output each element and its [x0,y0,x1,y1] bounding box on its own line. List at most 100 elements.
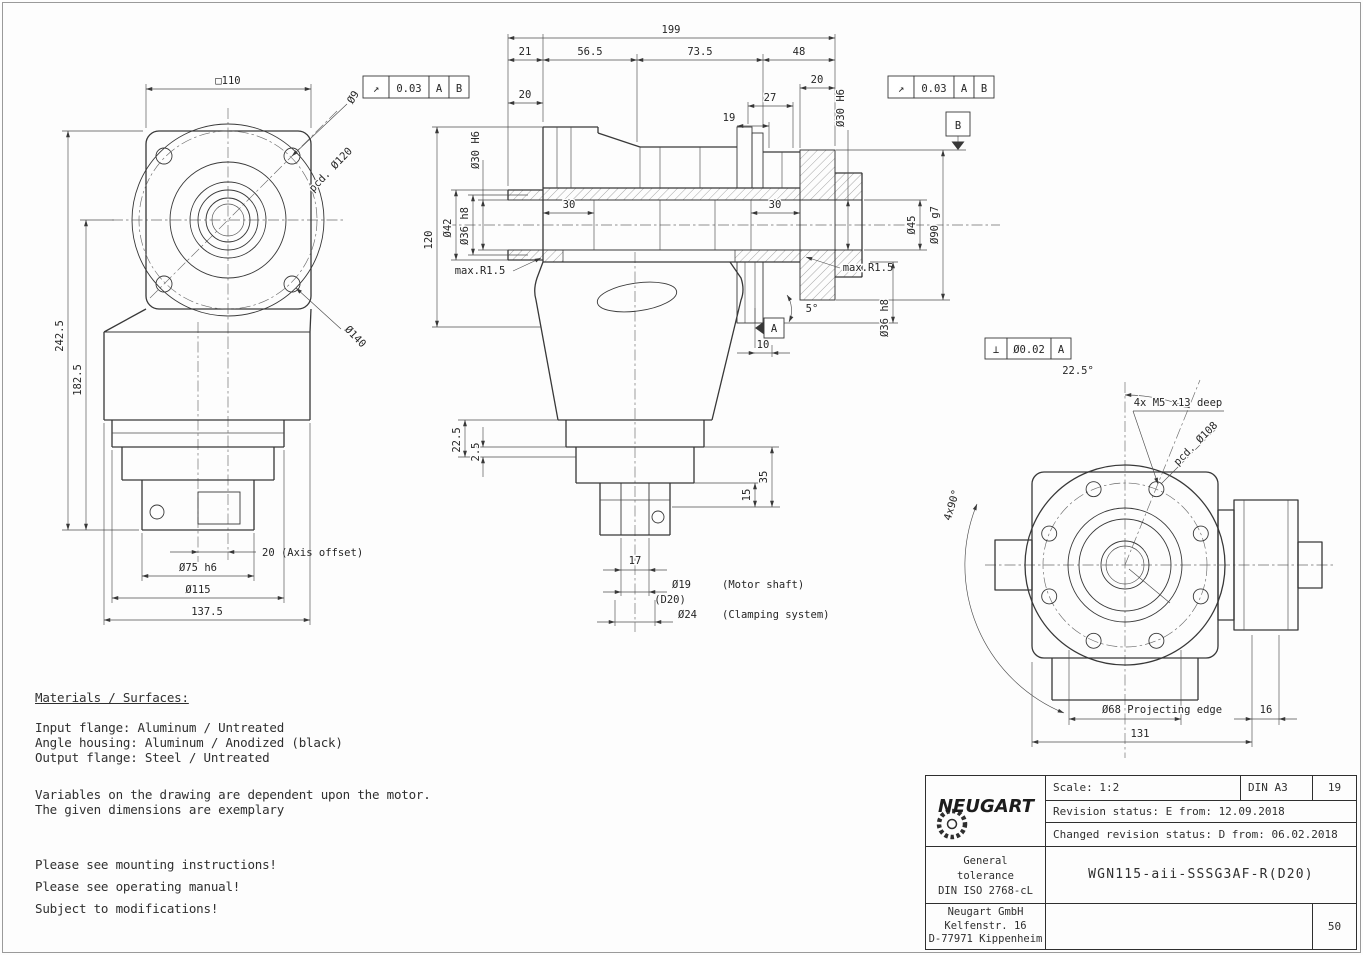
tolerance-line1: General [963,855,1008,867]
dim-side-len10: 10 [757,339,770,351]
runout-arrow-icon: ↗ [373,83,379,95]
page-number-cell: 50 [1327,920,1342,933]
dim-front-height-total: 242.5 [54,320,66,352]
fcf-perp-tolerance: Ø0.02 [1013,344,1045,356]
dim-side-dia42: Ø42 [442,219,454,238]
dim-side-len27: 27 [764,92,777,104]
neugart-logo: NEUGART [936,796,1036,840]
dim-side-len199: 199 [662,24,681,36]
dim-front-width: 137.5 [191,606,223,618]
dim-side-seg565: 56.5 [577,46,602,58]
dim-front-pcd: pcd. Ø120 [307,145,355,194]
scale-cell: Scale: 1:2 [1046,776,1241,801]
material-input-flange: Input flange: Aluminum / Untreated [35,720,285,735]
note-manual: Please see operating manual! [35,879,241,894]
dim-side-rmax-right: max.R1.5 [843,262,894,274]
dim-side-h120: 120 [423,231,435,250]
fcf-right-datum2: B [981,83,987,95]
dim-side-seg735: 73.5 [687,46,712,58]
note-modifications: Subject to modifications! [35,901,219,916]
dim-rear-pcd: pcd. Ø108 [1172,420,1221,469]
dim-side-seg21: 21 [519,46,532,58]
fcf-perpendicularity: ⊥ Ø0.02 A [984,337,1072,360]
dim-side-seg48: 48 [793,46,806,58]
dim-side-dia36l: Ø36 h8 [459,207,471,245]
fcf-right-tolerance: 0.03 [921,83,946,95]
part-number-cell: WGN115-aii-SSSG3AF-R(D20) [1046,847,1356,904]
front-view: □110 Ø9 pcd. Ø120 Ø140 242.5 182.5 20 (A… [53,74,370,625]
format-cell: DIN A3 [1241,776,1313,801]
company-name: Neugart GmbH [947,906,1024,918]
material-output-flange: Output flange: Steel / Untreated [35,750,270,765]
dim-side-rmax-left: max.R1.5 [455,265,506,277]
dim-rear-ang225: 22.5° [1062,365,1094,377]
fcf-left-tolerance: 0.03 [396,83,421,95]
brand-name: NEUGART [938,796,1036,817]
empty-cell [1046,904,1313,949]
dim-front-height-axis: 182.5 [72,364,84,396]
dim-side-len20r: 20 [811,74,824,86]
dim-rear-thread: 4x M5 x13 deep [1134,397,1223,409]
fcf-runout-left: ↗ 0.03 A B [362,75,470,99]
dim-side-len30l: 30 [563,199,576,211]
dim-side-dia45: Ø45 [906,216,918,235]
dim-front-flange: Ø140 [342,324,368,351]
materials-title: Materials / Surfaces: [35,690,189,705]
label-d20: (D20) [654,594,686,606]
gear-icon [936,808,968,840]
tolerance-line3: DIN ISO 2768-cL [938,885,1033,897]
dim-side-len225: 22.5 [451,427,463,452]
dim-rear-len131: 131 [1131,728,1150,740]
dim-side-len30r: 30 [769,199,782,211]
dim-side-len17: 17 [629,555,642,567]
title-block: NEUGART General tolerance DIN ISO 2768-c… [925,775,1357,950]
company-cell: Neugart GmbH Kelfenstr. 16 D-77971 Kippe… [926,904,1046,949]
company-street: Kelfenstr. 16 [944,919,1027,932]
fcf-left-datum2: B [456,83,462,95]
datum-b-flag: B [945,111,971,150]
fcf-runout-right: ↗ 0.03 A B [887,75,995,99]
runout-arrow-icon: ↗ [898,83,904,95]
fcf-right-datum1: A [961,83,968,95]
dim-side-dia90: Ø90 g7 [929,206,941,244]
dim-front-axis-offset: 20 (Axis offset) [262,547,363,559]
dim-front-hole: Ø9 [345,89,362,106]
dim-side-len25: 2.5 [470,443,482,462]
material-angle-housing: Angle housing: Aluminum / Anodized (blac… [35,735,343,750]
dim-side-ang5: 5° [806,303,819,315]
sheet-number-cell: 19 [1313,776,1356,801]
datum-a-label: A [771,323,778,335]
revision-cell: Revision status: E from: 12.09.2018 [1046,801,1356,823]
dim-rear-dia68: Ø68 Projecting edge [1102,704,1222,716]
label-clamping-system: (Clamping system) [722,609,829,621]
dim-front-dia115: Ø115 [185,584,210,596]
label-motor-shaft: (Motor shaft) [722,579,804,591]
tolerance-cell: General tolerance DIN ISO 2768-cL [926,847,1046,904]
dim-rear-ang4x90: 4x90° [942,488,963,522]
dim-side-len35: 35 [758,471,770,484]
side-section-view: 199 21 56.5 73.5 48 20 20 27 19 120 Ø42 … [422,23,1000,632]
rear-view: 22.5° 4x90° 4x M5 x13 deep pcd. Ø108 ⊥ Ø… [940,337,1335,758]
company-city: D-77971 Kippenheim [928,933,1043,945]
tolerance-line2: tolerance [957,870,1014,882]
dim-side-dia19: Ø19 [672,579,691,591]
notes-block: Materials / Surfaces: Input flange: Alum… [35,690,431,920]
changed-revision-cell: Changed revision status: D from: 06.02.2… [1046,823,1356,847]
note-variables-1: Variables on the drawing are dependent u… [35,787,431,802]
dim-side-dia24: Ø24 [678,609,697,621]
datum-b-label: B [955,120,961,132]
dim-front-pilot: Ø75 h6 [179,562,217,574]
fcf-left-datum1: A [436,83,443,95]
dim-side-bore30r: Ø30 H6 [835,89,847,127]
dim-side-len20l: 20 [519,89,532,101]
dim-side-len19: 19 [723,112,736,124]
dim-side-dia36r: Ø36 h8 [879,299,891,337]
dim-side-bore30l: Ø30 H6 [470,131,482,169]
note-mounting: Please see mounting instructions! [35,857,277,872]
note-variables-2: The given dimensions are exemplary [35,802,285,817]
logo-cell: NEUGART [926,776,1046,847]
dim-side-len15: 15 [741,489,753,502]
dim-front-square: □110 [215,75,240,87]
